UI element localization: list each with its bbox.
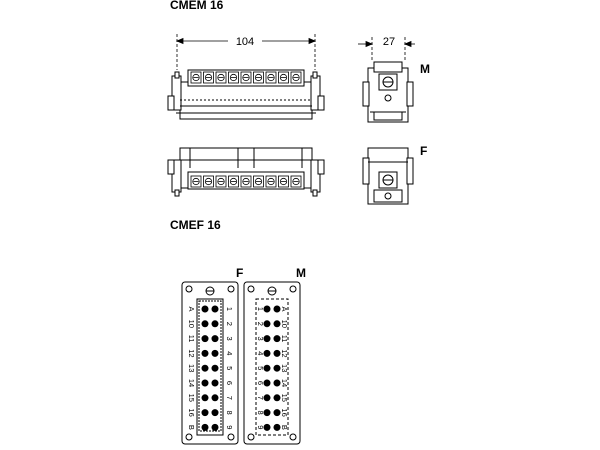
pin-label: 7 (225, 396, 234, 400)
pin-label: 2 (225, 322, 234, 326)
female-side-view (167, 147, 325, 197)
pin-label: 6 (256, 381, 265, 385)
contact-pin (263, 364, 271, 372)
male-side-label: M (420, 62, 430, 76)
pin-label: 12 (280, 349, 289, 357)
female-side-label: F (420, 144, 427, 158)
female-face-label: F (236, 266, 243, 280)
dimension-104-label: 104 (236, 36, 254, 48)
pin-label: 7 (256, 396, 265, 400)
male-end-view (362, 61, 414, 123)
contact-pin (201, 305, 209, 313)
pin-label: B (187, 425, 196, 430)
contact-pin (273, 364, 281, 372)
female-end-view (362, 147, 414, 205)
contact-pin (211, 423, 219, 431)
cmef-title: CMEF 16 (170, 218, 221, 232)
pin-label: 2 (256, 322, 265, 326)
contact-pin (201, 335, 209, 343)
pin-label: 8 (256, 411, 265, 415)
contact-pin (273, 305, 281, 313)
pin-label: 1 (256, 307, 265, 311)
pin-label: 12 (187, 349, 196, 357)
cmem-title: CMEM 16 (170, 0, 224, 12)
contact-pin (201, 364, 209, 372)
pin-label: 14 (187, 379, 196, 387)
pin-label: 10 (187, 320, 196, 328)
pin-label: 9 (256, 425, 265, 429)
pin-label: 11 (280, 335, 289, 343)
contact-pin (263, 335, 271, 343)
contact-pin (201, 394, 209, 402)
contact-pin (211, 394, 219, 402)
pin-label: 1 (225, 307, 234, 311)
contact-pin (201, 349, 209, 357)
contact-pin (211, 409, 219, 417)
contact-pin (263, 320, 271, 328)
pin-label: A (280, 306, 289, 311)
contact-pin (211, 335, 219, 343)
contact-pin (273, 349, 281, 357)
contact-pin (273, 335, 281, 343)
contact-pin (211, 305, 219, 313)
contact-pin (201, 409, 209, 417)
contact-pin (273, 423, 281, 431)
male-face-label: M (296, 266, 306, 280)
contact-pin (263, 349, 271, 357)
contact-pin (273, 320, 281, 328)
pin-label: 8 (225, 411, 234, 415)
contact-pin (211, 379, 219, 387)
contact-pin (201, 423, 209, 431)
pin-label: 16 (280, 408, 289, 416)
contact-pin (211, 349, 219, 357)
pin-label: 15 (187, 394, 196, 402)
pin-label: 4 (225, 351, 234, 355)
pin-label: 13 (280, 364, 289, 372)
dimension-27 (358, 37, 415, 62)
dimension-27-label: 27 (383, 36, 395, 48)
pin-label: 4 (256, 351, 265, 355)
pin-label: A (187, 306, 196, 311)
pin-label: 16 (187, 408, 196, 416)
pin-label: 14 (280, 379, 289, 387)
pin-label: 11 (187, 335, 196, 343)
pin-label: 10 (280, 320, 289, 328)
pin-label: 5 (256, 366, 265, 370)
pin-label: 15 (280, 394, 289, 402)
contact-pin (273, 379, 281, 387)
pin-label: 5 (225, 366, 234, 370)
contact-pin (263, 379, 271, 387)
male-face-view (243, 281, 301, 445)
pin-label: B (280, 425, 289, 430)
contact-pin (263, 423, 271, 431)
contact-pin (273, 409, 281, 417)
contact-pin (263, 394, 271, 402)
dimension-104 (175, 34, 317, 70)
pin-label: 9 (225, 425, 234, 429)
contact-pin (273, 394, 281, 402)
contact-pin (201, 320, 209, 328)
pin-label: 13 (187, 364, 196, 372)
contact-pin (263, 305, 271, 313)
pin-label: 3 (256, 337, 265, 341)
pin-label: 6 (225, 381, 234, 385)
contact-pin (201, 379, 209, 387)
male-side-view (167, 69, 325, 120)
pin-label: 3 (225, 337, 234, 341)
contact-pin (263, 409, 271, 417)
contact-pin (211, 364, 219, 372)
female-face-view (181, 281, 239, 445)
contact-pin (211, 320, 219, 328)
